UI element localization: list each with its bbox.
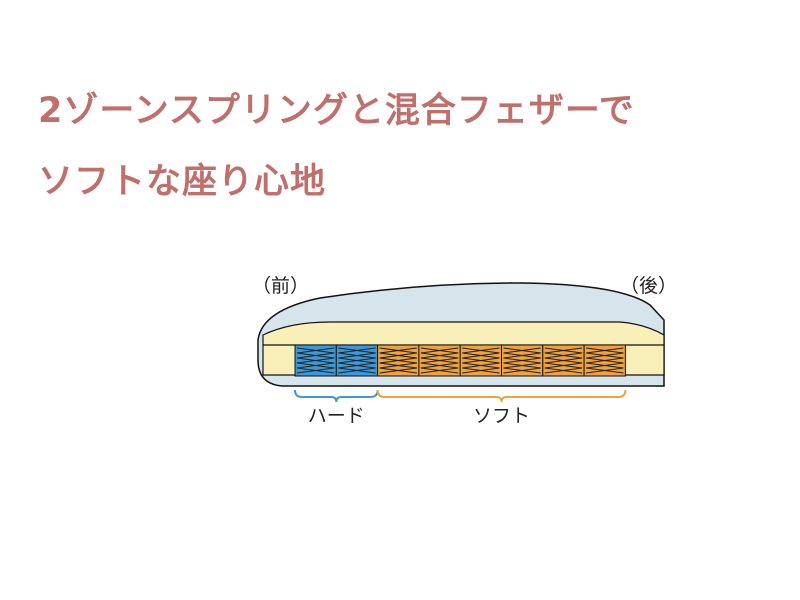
- zone-brace: [376, 389, 627, 403]
- spring-coil: [379, 347, 417, 374]
- title-line-1: 2ゾーンスプリングと混合フェザーで: [38, 91, 635, 131]
- zone-label-hard: ハード: [308, 405, 365, 427]
- spring-coil: [544, 347, 583, 374]
- spring-coil: [503, 347, 541, 374]
- spring-coil: [420, 347, 459, 374]
- spring-coil: [586, 347, 624, 374]
- zone-label-soft: ソフト: [473, 405, 530, 427]
- spring-coil: [296, 347, 335, 374]
- title-line-2: ソフトな座り心地: [38, 162, 327, 202]
- back-label: （後）: [620, 275, 677, 297]
- zone-brace: [294, 389, 379, 403]
- spring-coil: [338, 347, 376, 374]
- front-label: （前）: [252, 275, 309, 297]
- spring-coil: [462, 347, 500, 374]
- spring-unit: [294, 344, 626, 377]
